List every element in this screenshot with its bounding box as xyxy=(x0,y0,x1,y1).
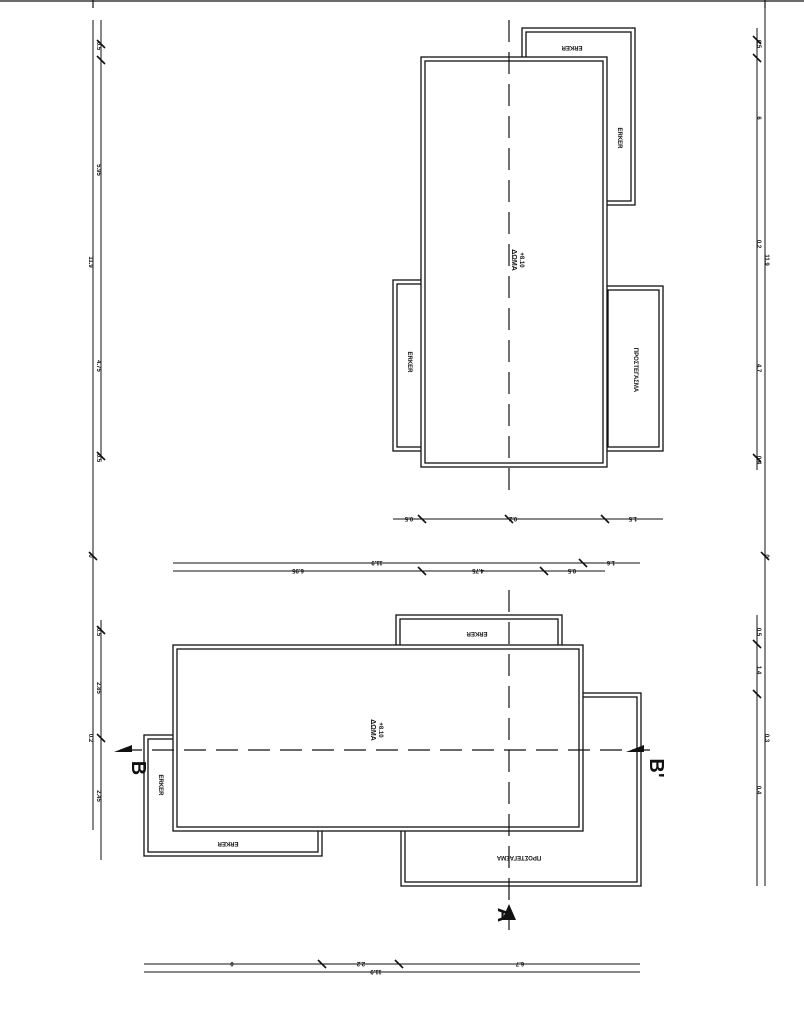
upper-erker-left-label: ERKER xyxy=(406,351,412,373)
mid-tick-4 xyxy=(417,566,427,576)
lower-canopy-label: ΠΡΟΣΤΕΓΑΣΜΑ xyxy=(496,854,541,860)
left-tick-1 xyxy=(96,39,106,49)
section-b-marker xyxy=(114,745,132,752)
middle-dimension-chain: 0.5 0.2 1.5 11.9 6.95 4.75 0.5 1.6 xyxy=(173,514,663,576)
upper-canopy-inner xyxy=(607,289,660,448)
left-dimension-chain: 0.5 5.95 11.9 4.75 0.5 0 0.5 2.85 0.2 2.… xyxy=(87,20,106,860)
mid-dim-1-6: 1.6 xyxy=(606,559,615,565)
bottom-dim-2-2: 2.2 xyxy=(356,960,365,966)
right-dim-zero: 0 xyxy=(763,554,769,558)
right-dim-0-5-top: 0.5 xyxy=(755,40,761,49)
lower-main-outer xyxy=(172,644,584,832)
mid-dim-0-5: 0.5 xyxy=(404,515,413,521)
left-dim-0-2: 0.2 xyxy=(87,734,93,743)
section-a-marker xyxy=(502,904,516,920)
right-dim-1-4: 1.4 xyxy=(755,666,761,675)
lower-roof-level: +8.10 xyxy=(377,722,383,738)
left-tick-2 xyxy=(96,55,106,65)
bottom-dimension-chain: 0 2.2 11.9 6.7 xyxy=(144,959,640,974)
upper-main-outer xyxy=(420,56,608,468)
right-dim-0-2: 0.2 xyxy=(755,240,761,249)
mid-dim-0-2: 0.2 xyxy=(508,515,517,521)
left-dim-4-75: 4.75 xyxy=(95,360,101,372)
bottom-dim-0: 0 xyxy=(230,960,234,966)
section-b-prime-marker xyxy=(626,745,644,752)
mid-dim-6-95: 6.95 xyxy=(292,567,304,573)
upper-canopy-label: ΠΡΟΣΤΕΓΑΣΜΑ xyxy=(632,348,638,393)
lower-main-inner xyxy=(176,648,580,828)
left-tick-3 xyxy=(96,451,106,461)
bottom-tick-1 xyxy=(317,959,327,969)
right-tick-3 xyxy=(752,453,762,463)
left-tick-5 xyxy=(96,733,106,743)
left-dim-5-95: 5.95 xyxy=(95,164,101,176)
mid-dim-0-5b: 0.5 xyxy=(567,567,576,573)
left-tick-zero xyxy=(88,551,98,561)
upper-erker-side-label: ERKER xyxy=(616,127,622,149)
right-dim-0-3: 0.3 xyxy=(763,734,769,743)
right-dimension-chain: 0.5 6 11.9 0.2 4.7 0.4 0 0.5 1.4 0.3 0.4 xyxy=(752,0,770,886)
lower-erker-side-label: ERKER xyxy=(157,774,163,796)
right-dim-4-7: 4.7 xyxy=(755,364,761,373)
upper-roof-level: +8.10 xyxy=(518,252,524,268)
lower-building: ERKER ERKER ERKER ΠΡΟΣΤΕΓΑΣΜΑ ΔΩΜΑ +8.10… xyxy=(114,590,667,930)
section-a-label: A xyxy=(493,908,515,922)
right-dim-11-9: 11.9 xyxy=(763,254,769,266)
mid-tick-3 xyxy=(600,514,610,524)
mid-dim-11-9: 11.9 xyxy=(371,559,383,565)
bottom-dim-11-9: 11.9 xyxy=(370,968,382,974)
right-tick-2 xyxy=(752,53,762,63)
left-tick-4 xyxy=(96,625,106,635)
section-b-prime-label: B' xyxy=(645,758,667,777)
mid-dim-1-5: 1.5 xyxy=(628,515,637,521)
upper-main-inner xyxy=(424,60,604,464)
lower-erker-top-label: ERKER xyxy=(466,630,488,636)
upper-roof-label: ΔΩΜΑ xyxy=(510,249,517,271)
upper-building: ERKER ERKER ERKER ΠΡΟΣΤΕΓΑΣΜΑ ΔΩΜΑ +8.10 xyxy=(392,20,664,500)
mid-tick-5 xyxy=(539,566,549,576)
left-dim-0-5-top: 0.5 xyxy=(95,42,101,51)
mid-tick-2 xyxy=(504,514,514,524)
left-dim-11-9: 11.9 xyxy=(87,256,93,268)
upper-erker-top-label: ERKER xyxy=(561,44,583,50)
mid-tick-1 xyxy=(417,514,427,524)
lower-erker-bottom-label: ERKER xyxy=(217,840,239,846)
right-dim-0-4-top: 0.4 xyxy=(755,456,761,465)
right-tick-4 xyxy=(752,639,762,649)
mid-dim-4-75: 4.75 xyxy=(472,567,484,573)
left-dim-0-5-low: 0.5 xyxy=(95,628,101,637)
left-dim-2-45: 2.45 xyxy=(95,790,101,802)
right-tick-zero xyxy=(760,551,770,561)
right-dim-0-4-low: 0.4 xyxy=(755,786,761,795)
bottom-dim-6-7: 6.7 xyxy=(515,960,524,966)
left-dim-0-5-mid: 0.5 xyxy=(95,454,101,463)
right-tick-5 xyxy=(752,689,762,699)
right-dim-6: 6 xyxy=(755,116,761,120)
lower-roof-label: ΔΩΜΑ xyxy=(369,719,376,741)
right-tick-1 xyxy=(752,35,762,45)
mid-tick-6 xyxy=(578,558,588,568)
left-dim-zero: 0 xyxy=(87,554,93,558)
section-b-label: B xyxy=(127,761,149,775)
bottom-tick-2 xyxy=(394,959,404,969)
left-dim-2-85: 2.85 xyxy=(95,682,101,694)
right-dim-0-5-low: 0.5 xyxy=(755,628,761,637)
